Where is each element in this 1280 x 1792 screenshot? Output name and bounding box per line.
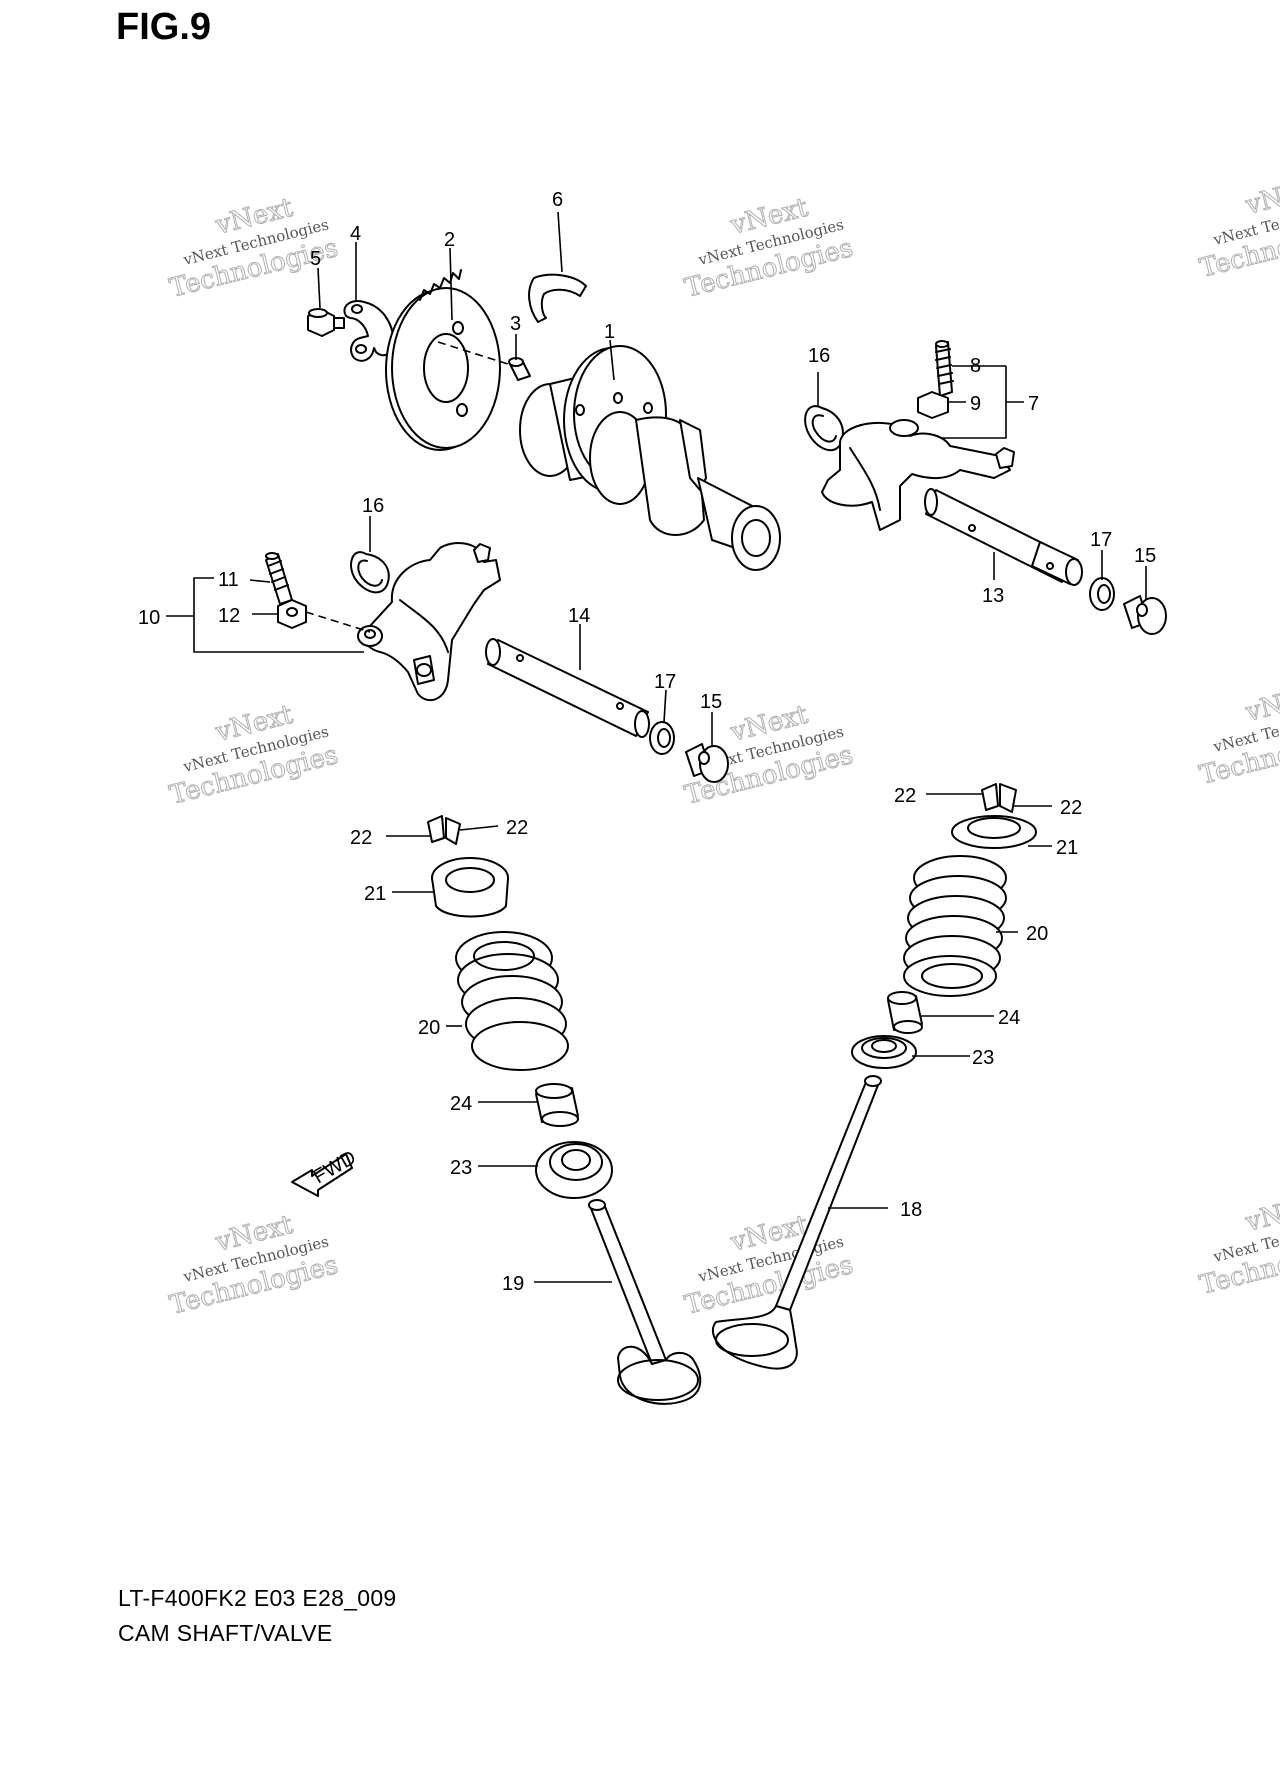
figure-title: FIG.9 <box>116 6 212 48</box>
callout-16: 16 <box>808 345 830 367</box>
watermark-top: vNext <box>1242 173 1280 221</box>
part-23-spring-seat-left <box>535 1141 613 1199</box>
callout-11: 11 <box>218 569 239 591</box>
part-5-bolt <box>307 308 345 337</box>
callout-6: 6 <box>552 189 563 211</box>
model-code: LT-F400FK2 E03 E28_009 <box>118 1585 397 1611</box>
part-19-valve-left <box>588 1199 702 1405</box>
callout-16-lower: 16 <box>362 495 384 517</box>
fwd-arrow-icon: FWD <box>291 1147 360 1197</box>
watermark-top: vNext <box>1242 680 1280 728</box>
part-4-hole <box>355 344 367 354</box>
callout-23: 23 <box>972 1047 994 1069</box>
part-4-hole <box>351 304 363 314</box>
part-15-plug-lower <box>685 743 729 783</box>
callout-22-b: 22 <box>1060 797 1082 819</box>
callout-10: 10 <box>138 607 160 629</box>
watermark-group: vNext vNext Technologies Technologies vN… <box>166 172 1280 1321</box>
callout-4: 4 <box>350 223 361 245</box>
part-24-stem-seal-left <box>535 1083 579 1127</box>
part-6-cam-stopper-clip <box>528 273 587 323</box>
part-18-valve-right <box>711 1075 882 1370</box>
part-12-locknut <box>277 599 307 629</box>
part-9-locknut <box>917 391 949 419</box>
callout-18: 18 <box>900 1199 922 1221</box>
callout-21: 21 <box>1056 837 1078 859</box>
callout-numbers: 1 2 3 4 5 6 7 8 9 10 11 12 13 14 15 15 1… <box>138 189 1156 1295</box>
part-8-adjusting-screw <box>935 340 954 397</box>
callout-3: 3 <box>510 313 521 335</box>
callout-17-lower: 17 <box>654 671 676 693</box>
callout-24-left: 24 <box>450 1093 472 1115</box>
leader-lines <box>166 211 1147 1283</box>
callout-19: 19 <box>502 1273 524 1295</box>
part-24-stem-seal-right <box>887 991 923 1034</box>
part-23-spring-seat-right <box>851 1035 917 1069</box>
callout-14: 14 <box>568 605 590 627</box>
callout-9: 9 <box>970 393 981 415</box>
callout-22: 22 <box>894 785 916 807</box>
callout-13: 13 <box>982 585 1004 607</box>
callout-8: 8 <box>970 355 981 377</box>
part-13-rocker-shaft-upper <box>924 488 1083 586</box>
callout-23-left: 23 <box>450 1157 472 1179</box>
callout-2: 2 <box>444 229 455 251</box>
part-10-rocker-arm-lower <box>357 542 501 702</box>
part-14-rocker-shaft-lower <box>485 638 650 738</box>
callout-21-left: 21 <box>364 883 386 905</box>
callout-22-left: 22 <box>350 827 372 849</box>
callout-17: 17 <box>1090 529 1112 551</box>
part-11-adjusting-screw <box>265 552 293 605</box>
part-17-oil-seal-upper <box>1089 577 1115 611</box>
callout-1: 1 <box>604 321 615 343</box>
section-name: CAM SHAFT/VALVE <box>118 1620 333 1646</box>
part-17-oil-seal-lower <box>649 721 675 755</box>
callout-7: 7 <box>1028 393 1039 415</box>
part-7-rocker-arm-upper <box>821 419 1015 531</box>
callout-20: 20 <box>1026 923 1048 945</box>
part-22-valve-cotter-right <box>981 783 1017 813</box>
watermark-top: vNext <box>1242 1190 1280 1238</box>
callout-15: 15 <box>1134 545 1156 567</box>
fwd-label: FWD <box>310 1147 360 1189</box>
part-21-spring-retainer-left <box>431 857 509 918</box>
part-2-cam-sprocket <box>385 269 501 451</box>
part-1-camshaft <box>519 345 781 571</box>
callout-22-left-b: 22 <box>506 817 528 839</box>
callout-5: 5 <box>310 248 321 270</box>
part-16-oring-upper <box>804 405 844 451</box>
part-21-spring-retainer-right <box>951 815 1037 849</box>
dashed-guide <box>305 611 371 633</box>
part-16-oring-lower <box>350 551 390 594</box>
part-20-valve-spring-left <box>455 931 569 1071</box>
part-20-valve-spring-right <box>903 855 1007 997</box>
part-3-dowel-pin <box>508 357 531 381</box>
part-22-valve-cotter-left <box>427 815 461 845</box>
callout-12: 12 <box>218 605 240 627</box>
callout-24: 24 <box>998 1007 1020 1029</box>
part-15-plug-upper <box>1123 595 1167 635</box>
callout-15-lower: 15 <box>700 691 722 713</box>
callout-20-left: 20 <box>418 1017 440 1039</box>
